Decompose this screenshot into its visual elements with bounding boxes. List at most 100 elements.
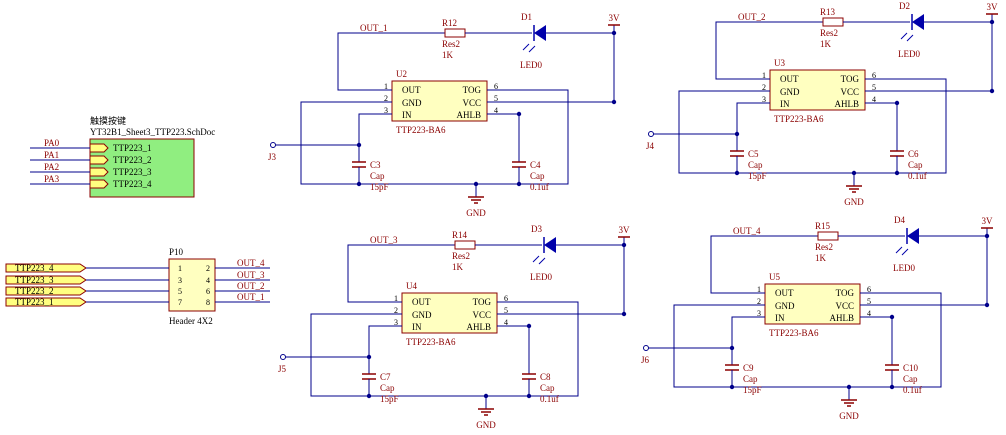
led-arrow xyxy=(906,34,914,42)
capacitor-designator: C4 xyxy=(530,160,541,170)
gnd-label: GND xyxy=(844,197,864,207)
capacitor-type: Cap xyxy=(370,171,385,181)
sheet-entry-label: TTP223_3 xyxy=(113,167,152,177)
port-designator: J5 xyxy=(278,364,287,374)
chip-pin-out: OUT xyxy=(780,74,799,84)
led-arrow xyxy=(901,248,909,256)
pin-number-6: 6 xyxy=(494,82,498,91)
port-designator: J3 xyxy=(268,152,277,162)
junction-dot xyxy=(356,181,362,187)
pin-number-6: 6 xyxy=(504,294,508,303)
header-pin-number: 8 xyxy=(206,298,210,307)
junction-dot xyxy=(889,314,895,320)
junction-dot xyxy=(516,111,522,117)
out-net-label: OUT_4 xyxy=(733,226,761,236)
junction-dot xyxy=(734,170,740,176)
resistor-symbol xyxy=(454,240,476,250)
junction-dot xyxy=(366,393,372,399)
resistor-designator: R12 xyxy=(442,18,457,28)
capacitor-value: 15pF xyxy=(370,182,389,192)
junction-dot xyxy=(729,384,735,390)
in-wire xyxy=(731,316,745,365)
junction-dot xyxy=(621,242,627,248)
port-designator: J6 xyxy=(641,355,650,365)
header-net-label: OUT_1 xyxy=(237,292,265,302)
chip-pin-vcc: VCC xyxy=(835,301,854,311)
chip-pin-gnd: GND xyxy=(402,98,422,108)
resistor-value: 1K xyxy=(820,39,832,49)
header-pin-number: 5 xyxy=(178,287,182,296)
chip-pin-gnd: GND xyxy=(412,310,432,320)
out-net-wire xyxy=(337,32,445,91)
chip-pin-in: IN xyxy=(780,99,790,109)
header-body xyxy=(168,258,216,312)
sheet-net-label: PA3 xyxy=(44,174,60,184)
pin-number-3: 3 xyxy=(384,106,388,115)
resistor-designator: R13 xyxy=(820,7,836,17)
chip-body xyxy=(769,69,866,111)
in-wire xyxy=(736,102,750,151)
chip-designator: U4 xyxy=(406,281,417,291)
port-designator: J4 xyxy=(646,141,655,151)
test-point-icon xyxy=(280,354,286,360)
ahlb-wire xyxy=(885,102,898,151)
capacitor-value: 15pF xyxy=(743,385,762,395)
chip-pin-tog: TOG xyxy=(473,297,492,307)
chip-pin-in: IN xyxy=(775,313,785,323)
sheet-net-label: PA1 xyxy=(44,150,59,160)
capacitor-type: Cap xyxy=(748,160,763,170)
header-net-label: OUT_3 xyxy=(237,270,265,280)
sheet-filename: YT32B1_Sheet3_TTP223.SchDoc xyxy=(90,127,215,137)
led-designator: D2 xyxy=(899,1,910,11)
led-arrow xyxy=(900,32,908,40)
resistor-type: Res2 xyxy=(452,251,470,261)
led-symbol xyxy=(534,25,546,41)
ahlb-wire xyxy=(880,316,893,365)
capacitor-value: 0.1uf xyxy=(530,182,549,192)
resistor-symbol xyxy=(822,17,844,27)
led-type: LED0 xyxy=(520,60,542,70)
resistor-designator: R14 xyxy=(452,230,468,240)
resistor-symbol xyxy=(817,231,839,241)
net-port xyxy=(5,297,87,307)
out-net-label: OUT_3 xyxy=(370,235,398,245)
out-net-wire xyxy=(347,244,455,303)
led-symbol xyxy=(907,228,919,244)
resistor-type: Res2 xyxy=(815,242,833,252)
net-port-label: TTP223_1 xyxy=(15,297,54,307)
pin-number-4: 4 xyxy=(504,318,508,327)
header-net-label: OUT_2 xyxy=(237,281,265,291)
chip-part-number: TTP223-BA6 xyxy=(396,125,446,135)
pin-number-1: 1 xyxy=(384,82,388,91)
led-symbol xyxy=(544,237,556,253)
capacitor-value: 0.1uf xyxy=(903,385,922,395)
pin-number-5: 5 xyxy=(872,83,876,92)
gnd-loop-wire xyxy=(310,301,579,397)
power-label: 3V xyxy=(987,2,999,12)
junction-dot xyxy=(984,233,990,239)
led-designator: D4 xyxy=(894,215,905,225)
header-pin-number: 1 xyxy=(178,264,182,273)
led-type: LED0 xyxy=(893,263,915,273)
sheet-entry xyxy=(89,155,109,165)
header-type: Header 4X2 xyxy=(169,316,213,326)
chip-pin-ahlb: AHLB xyxy=(457,110,482,120)
sheet-entry xyxy=(89,143,109,153)
gnd-label: GND xyxy=(466,208,486,218)
test-point-icon xyxy=(648,131,654,137)
chip-pin-out: OUT xyxy=(412,297,431,307)
chip-pin-ahlb: AHLB xyxy=(467,322,492,332)
pin-number-3: 3 xyxy=(394,318,398,327)
pin-number-4: 4 xyxy=(494,106,498,115)
sheet-entry-label: TTP223_2 xyxy=(113,155,152,165)
capacitor-type: Cap xyxy=(743,374,758,384)
net-port xyxy=(5,286,87,296)
chip-body xyxy=(391,80,488,122)
led-designator: D3 xyxy=(531,224,542,234)
power-label: 3V xyxy=(609,13,621,23)
capacitor-value: 15pF xyxy=(748,171,767,181)
pin-number-2: 2 xyxy=(384,94,388,103)
